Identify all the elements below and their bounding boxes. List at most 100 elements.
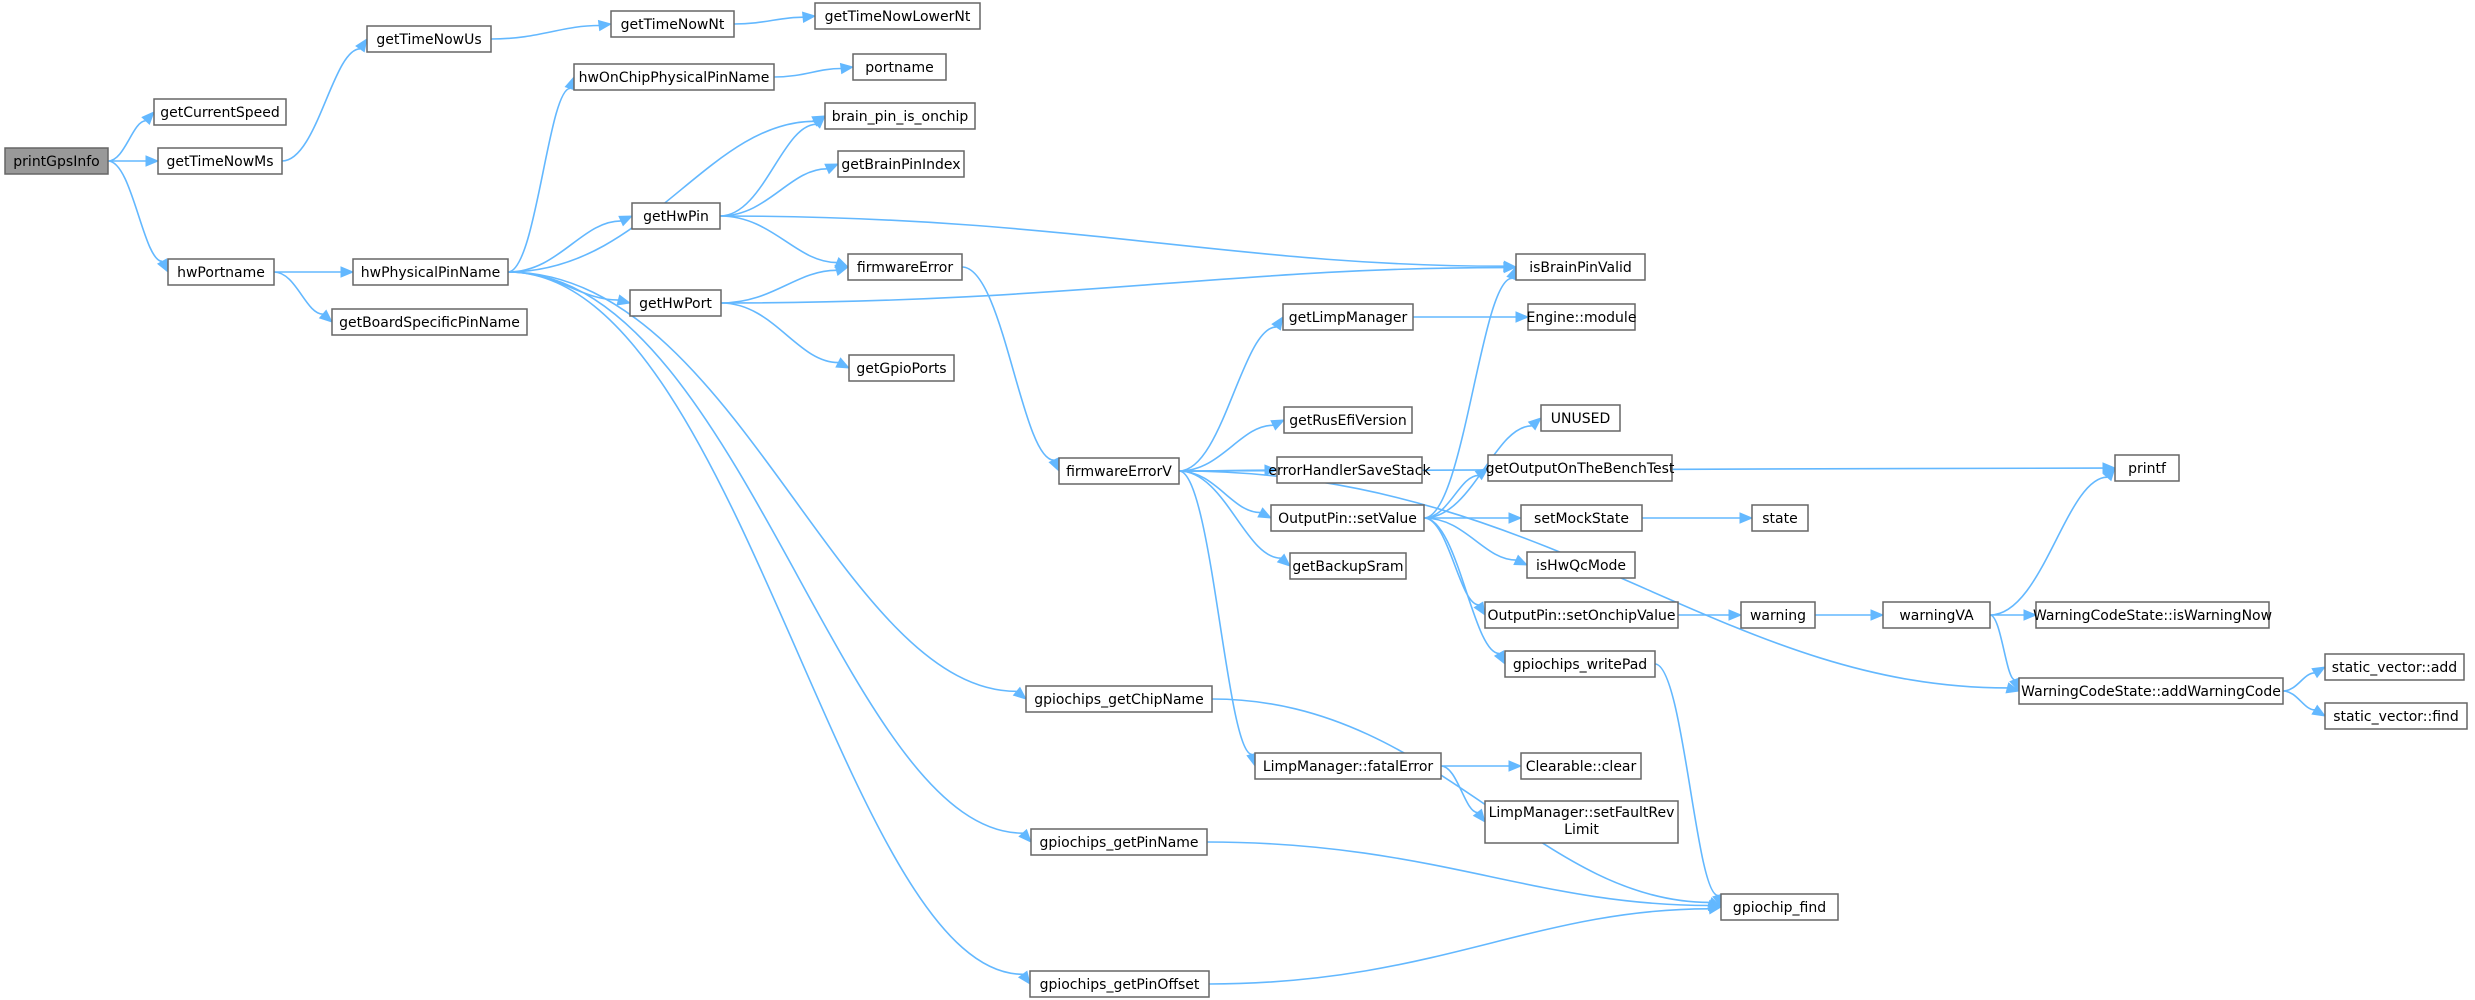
node-label: getRusEfiVersion [1289, 413, 1406, 429]
node-hw-on-chip-physical-pin-name[interactable]: hwOnChipPhysicalPinName [573, 63, 775, 91]
arrowhead-icon [1473, 601, 1486, 617]
node-label: getTimeNowNt [621, 17, 725, 33]
node-box [352, 258, 509, 286]
arrowhead-icon [801, 11, 817, 23]
node-is-brain-pin-valid[interactable]: isBrainPinValid [1515, 253, 1646, 281]
node-output-pin-set-value[interactable]: OutputPin::setValue [1270, 504, 1425, 532]
node-hw-physical-pin-name[interactable]: hwPhysicalPinName [352, 258, 509, 286]
node-get-limp-manager[interactable]: getLimpManager [1282, 303, 1414, 331]
node-unused[interactable]: UNUSED [1540, 404, 1621, 432]
node-gpiochips-get-chip-name[interactable]: gpiochips_getChipName [1025, 685, 1213, 713]
node-label: getLimpManager [1289, 310, 1408, 326]
node-clearable-clear[interactable]: Clearable::clear [1520, 752, 1642, 780]
arrowhead-icon [616, 294, 632, 306]
node-firmware-error-v[interactable]: firmwareErrorV [1058, 457, 1180, 485]
node-get-hw-pin[interactable]: getHwPin [631, 202, 721, 230]
arrowhead-icon [597, 19, 613, 32]
node-label: getTimeNowMs [166, 154, 273, 170]
node-label: printGpsInfo [13, 154, 99, 170]
node-get-time-now-ms[interactable]: getTimeNowMs [157, 147, 283, 175]
node-label: getBoardSpecificPinName [339, 315, 520, 331]
node-box [2018, 677, 2284, 705]
edge-get-hw-pin-to-firmware-error [719, 215, 837, 264]
arrowhead-icon [1474, 467, 1490, 481]
node-set-mock-state[interactable]: setMockState [1520, 504, 1643, 532]
node-label: getHwPin [643, 209, 709, 225]
node-output-pin-set-onchip-value[interactable]: OutputPin::setOnchipValue [1484, 601, 1679, 629]
node-get-brain-pin-index[interactable]: getBrainPinIndex [837, 150, 965, 178]
node-label: getBrainPinIndex [841, 157, 960, 173]
node-label: OutputPin::setOnchipValue [1487, 608, 1675, 624]
node-label: brain_pin_is_onchip [832, 109, 969, 125]
edge-print-gps-info-to-hw-portname [107, 160, 163, 263]
node-get-current-speed[interactable]: getCurrentSpeed [153, 98, 287, 126]
arrowhead-icon [1018, 828, 1032, 843]
arrowhead-icon [835, 357, 851, 369]
node-label: isBrainPinValid [1529, 260, 1632, 276]
node-error-handler-save-stack[interactable]: errorHandlerSaveStack [1268, 456, 1431, 484]
edge-warning-code-state-add-warning-code-to-static-vector-add [2282, 672, 2315, 692]
node-is-hw-qc-mode[interactable]: isHwQcMode [1526, 551, 1636, 579]
node-state[interactable]: state [1751, 504, 1809, 532]
node-box [1030, 828, 1208, 856]
edge-hw-portname-to-get-board-specific-pin-name [273, 271, 324, 315]
node-get-backup-sram[interactable]: getBackupSram [1289, 552, 1407, 580]
edge-firmware-error-v-to-get-backup-sram [1178, 470, 1281, 559]
node-warning[interactable]: warning [1740, 601, 1816, 629]
edge-hw-physical-pin-name-to-get-hw-pin [507, 220, 622, 273]
node-engine-module[interactable]: Engine::module [1527, 303, 1637, 331]
arrowhead-icon [811, 115, 826, 129]
node-box [1289, 552, 1407, 580]
node-printf[interactable]: printf [2114, 454, 2180, 482]
node-get-time-now-nt[interactable]: getTimeNowNt [610, 10, 735, 38]
node-brain-pin-is-onchip[interactable]: brain_pin_is_onchip [824, 102, 976, 130]
node-hw-portname[interactable]: hwPortname [167, 258, 275, 286]
node-print-gps-info[interactable]: printGpsInfo [4, 147, 109, 175]
edge-get-hw-port-to-is-brain-pin-valid [720, 266, 1505, 304]
node-label: WarningCodeState::addWarningCode [2021, 684, 2281, 700]
edge-hw-on-chip-physical-pin-name-to-portname [773, 67, 842, 78]
edge-get-hw-pin-to-brain-pin-is-onchip [719, 123, 817, 217]
node-label: OutputPin::setValue [1278, 511, 1417, 527]
arrowhead-icon [1270, 419, 1286, 431]
node-portname[interactable]: portname [852, 53, 947, 81]
node-get-rus-efi-version[interactable]: getRusEfiVersion [1283, 406, 1413, 434]
node-gpiochips-write-pad[interactable]: gpiochips_writePad [1504, 650, 1656, 678]
node-label: setMockState [1534, 511, 1629, 527]
node-box [814, 2, 981, 30]
node-box [1025, 685, 1213, 713]
node-box [824, 102, 976, 130]
node-gpiochips-get-pin-name[interactable]: gpiochips_getPinName [1030, 828, 1208, 856]
node-limp-manager-fatal-error[interactable]: LimpManager::fatalError [1254, 752, 1442, 780]
node-warning-va[interactable]: warningVA [1882, 601, 1991, 629]
arrowhead-icon [318, 309, 333, 323]
node-get-time-now-lower-nt[interactable]: getTimeNowLowerNt [814, 2, 981, 30]
node-get-board-specific-pin-name[interactable]: getBoardSpecificPinName [331, 308, 528, 336]
node-box [1751, 504, 1809, 532]
node-firmware-error[interactable]: firmwareError [847, 253, 963, 281]
edge-firmware-error-v-to-limp-manager-fatal-error [1178, 470, 1253, 756]
node-box [629, 289, 722, 317]
node-get-hw-port[interactable]: getHwPort [629, 289, 722, 317]
node-label: printf [2128, 461, 2167, 477]
node-static-vector-add[interactable]: static_vector::add [2324, 653, 2465, 681]
edge-warning-va-to-warning-code-state-add-warning-code [1989, 614, 2016, 681]
node-get-time-now-us[interactable]: getTimeNowUs [366, 25, 492, 53]
node-gpiochip-find[interactable]: gpiochip_find [1720, 893, 1839, 921]
node-static-vector-find[interactable]: static_vector::find [2324, 702, 2468, 730]
node-label: gpiochips_getPinName [1039, 835, 1198, 851]
edge-firmware-error-v-to-get-limp-manager [1178, 326, 1277, 472]
node-label: gpiochips_writePad [1513, 657, 1647, 673]
node-warning-code-state-add-warning-code[interactable]: WarningCodeState::addWarningCode [2018, 677, 2284, 705]
node-get-output-on-the-bench-test[interactable]: getOutputOnTheBenchTest [1486, 454, 1675, 482]
arrowhead-icon [1739, 512, 1754, 524]
node-gpiochips-get-pin-offset[interactable]: gpiochips_getPinOffset [1029, 970, 1210, 998]
node-warning-code-state-is-warning-now[interactable]: WarningCodeState::isWarningNow [2033, 601, 2272, 629]
node-box [1520, 752, 1642, 780]
node-label: isHwQcMode [1536, 558, 1626, 574]
node-box [1882, 601, 1991, 629]
arrowhead-icon [355, 37, 368, 53]
node-box [1254, 752, 1442, 780]
node-get-gpio-ports[interactable]: getGpioPorts [848, 354, 955, 382]
